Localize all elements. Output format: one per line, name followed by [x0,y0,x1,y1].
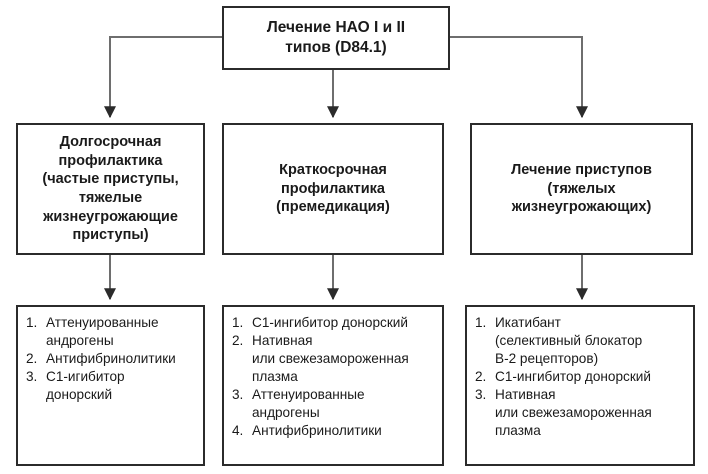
list-item: 2. С1-ингибитор донорский [475,368,687,386]
list-item-number: 2. [26,351,38,367]
list-node-attack-treatment-drugs: 1. Икатибант (селективный блокатор В-2 р… [465,305,695,466]
list-item-number: 2. [475,368,487,384]
list-item-number: 3. [26,369,38,385]
list-item: 2. Антифибринолитики [26,350,197,368]
list-item-text: С1-ингибитор донорский [252,315,408,330]
list-item-text: Икатибант (селективный блокатор В-2 реце… [495,315,643,366]
list-item-number: 1. [232,315,244,330]
list-item-number: 1. [26,315,38,330]
list-item-text: Нативная или свежезамороженная плазма [495,387,652,438]
list-node-short-term-prophylaxis-drugs: 1. С1-ингибитор донорский 2. Нативная ил… [222,305,444,466]
list-item: 1. Аттенуированные андрогены [26,314,197,350]
list-item-number: 1. [475,315,487,330]
root-node-label: Лечение НАО I и II типов (D84.1) [266,19,406,56]
list-item-text: Антифибринолитики [46,351,176,367]
list-item-text: Нативная или свежезамороженная плазма [252,333,409,384]
drug-list: 1. Аттенуированные андрогены 2. Антифибр… [26,314,197,404]
list-item-text: Аттенуированные андрогены [252,387,365,420]
list-item-text: С1-ингибитор донорский [495,368,651,384]
list-item-text: Антифибринолитики [252,423,382,439]
branch-node-short-term-prophylaxis: Краткосрочная профилактика (премедикация… [222,123,444,255]
branch-node-label: Долгосрочная профилактика (частые присту… [42,134,179,244]
list-item: 4. Антифибринолитики [232,422,436,440]
drug-list: 1. Икатибант (селективный блокатор В-2 р… [475,314,687,440]
list-item-number: 4. [232,423,244,439]
list-node-long-term-prophylaxis-drugs: 1. Аттенуированные андрогены 2. Антифибр… [16,305,205,466]
list-item-number: 3. [232,387,244,403]
branch-node-long-term-prophylaxis: Долгосрочная профилактика (частые присту… [16,123,205,255]
list-item-text: Аттенуированные андрогены [46,315,159,348]
list-item: 2. Нативная или свежезамороженная плазма [232,332,436,385]
list-item: 1. Икатибант (селективный блокатор В-2 р… [475,314,687,367]
drug-list: 1. С1-ингибитор донорский 2. Нативная ил… [232,314,436,441]
list-item-number: 2. [232,333,244,349]
branch-node-label: Лечение приступов (тяжелых жизнеугрожающ… [511,162,652,216]
list-item: 3. Нативная или свежезамороженная плазма [475,386,687,439]
list-item-text: С1-игибитор донорский [46,369,125,403]
list-item: 1. С1-ингибитор донорский [232,314,436,332]
root-node-treatment-hae: Лечение НАО I и II типов (D84.1) [222,6,450,70]
list-item: 3. Аттенуированные андрогены [232,386,436,422]
branch-node-attack-treatment: Лечение приступов (тяжелых жизнеугрожающ… [470,123,693,255]
list-item: 3. С1-игибитор донорский [26,368,197,404]
connector-root-to-branch-1 [104,36,222,119]
connector-root-to-branch-3 [450,36,588,119]
list-item-number: 3. [475,387,487,403]
branch-node-label: Краткосрочная профилактика (премедикация… [276,162,390,216]
